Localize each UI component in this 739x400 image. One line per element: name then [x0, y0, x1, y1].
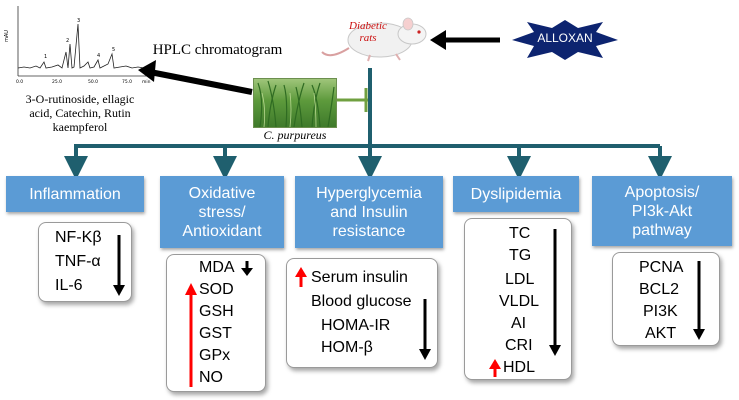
category-label: Apoptosis/ [624, 183, 700, 201]
marker: TG [509, 247, 532, 264]
rat-label-line: rats [359, 32, 377, 44]
peak-label: 3 [77, 18, 80, 24]
category-label: PI3k-Akt [631, 202, 693, 220]
category-hyperglycemia: Hyperglycemia and Insulin resistance [295, 176, 443, 248]
arrow-head [138, 60, 156, 82]
peak-label: 5 [112, 47, 115, 53]
marker: HOM-β [321, 339, 373, 356]
category-label: Inflammation [29, 185, 121, 203]
category-inflammation: Inflammation [6, 176, 144, 212]
marker: LDL [505, 271, 535, 288]
marker: GSH [199, 303, 234, 320]
hyperglycemia-markers-box: Serum insulin Blood glucose HOMA-IR HOM-… [286, 258, 438, 368]
category-label: resistance [332, 222, 406, 240]
decrease-arrow [693, 261, 705, 340]
marker: IL-6 [55, 277, 83, 294]
x-tick: 25.0 [52, 79, 62, 85]
marker: VLDL [499, 293, 540, 310]
x-tick: 0.0 [16, 79, 23, 85]
x-tick: 75.0 [122, 79, 132, 85]
peak-label: 4 [97, 53, 100, 59]
alloxan-label: ALLOXAN [537, 31, 593, 45]
decrease-arrow [549, 229, 561, 356]
marker: Serum insulin [311, 269, 408, 286]
category-label: stress/ [198, 203, 246, 221]
peak-label: 2 [66, 38, 69, 44]
hplc-chromatogram-chart: mAU 1 2 3 4 5 0.0 25.0 50.0 75.0 min [4, 6, 151, 85]
marker: NF-Kβ [55, 229, 102, 246]
rat-label-line: Diabetic [349, 20, 387, 32]
plant-photo [253, 78, 337, 128]
dyslipidemia-markers-box: TC TG LDL VLDL AI CRI HDL [464, 218, 572, 380]
category-label: Dyslipidemia [470, 185, 562, 203]
peak-label: 1 [44, 54, 47, 60]
marker: PI3K [643, 303, 678, 320]
marker: AI [511, 315, 527, 332]
x-tick: 50.0 [88, 79, 98, 85]
category-label: and Insulin [330, 203, 408, 221]
apoptosis-markers-box: PCNA BCL2 PI3K AKT [612, 252, 720, 346]
marker: HDL [503, 359, 536, 376]
rat-icon [321, 17, 427, 62]
increase-arrow [489, 359, 501, 377]
category-oxidative-stress: Oxidative stress/ Antioxidant [160, 176, 284, 248]
compound-line: acid, Catechin, Rutin [29, 106, 131, 120]
marker: CRI [505, 337, 533, 354]
marker: HOMA-IR [321, 317, 391, 334]
decrease-arrow [419, 299, 431, 360]
marker: TNF-α [55, 253, 101, 270]
category-dyslipidemia: Dyslipidemia [453, 176, 579, 212]
marker: TC [509, 225, 531, 242]
marker: GPx [199, 347, 231, 364]
compound-list: 3-O-rutinoside, ellagic acid, Catechin, … [0, 92, 160, 134]
alloxan-star-shape [512, 20, 618, 60]
plant-to-hplc-arrow [149, 69, 253, 95]
marker: MDA [199, 259, 235, 276]
decrease-arrow [113, 235, 125, 296]
category-apoptosis: Apoptosis/ PI3k-Akt pathway [592, 176, 732, 246]
inflammation-markers-box: NF-Kβ TNF-α IL-6 [38, 222, 132, 302]
category-label: Antioxidant [182, 222, 262, 240]
compound-line: kaempferol [52, 120, 108, 134]
marker: PCNA [639, 259, 684, 276]
rat-label: Diabetic rats [338, 20, 398, 44]
decrease-arrow [241, 261, 253, 276]
hplc-y-label: mAU [4, 30, 10, 42]
marker: GST [199, 325, 232, 342]
category-label: Oxidative [188, 184, 256, 202]
marker: NO [199, 369, 223, 386]
marker: AKT [645, 325, 677, 342]
increase-arrow [295, 267, 307, 287]
increase-arrow [185, 283, 197, 387]
category-label: pathway [632, 221, 692, 239]
x-unit: min [142, 79, 151, 85]
oxidative-markers-box: MDA SOD GSH GST GPx NO [166, 254, 266, 392]
compound-line: 3-O-rutinoside, ellagic [25, 92, 135, 106]
plant-name: C. purpureus [263, 128, 327, 142]
marker: BCL2 [639, 281, 680, 298]
marker: SOD [199, 281, 234, 298]
arrow-head [430, 30, 446, 50]
category-label: Hyperglycemia [316, 184, 422, 202]
hplc-label: HPLC chromatogram [152, 42, 283, 58]
marker: Blood glucose [311, 293, 412, 310]
